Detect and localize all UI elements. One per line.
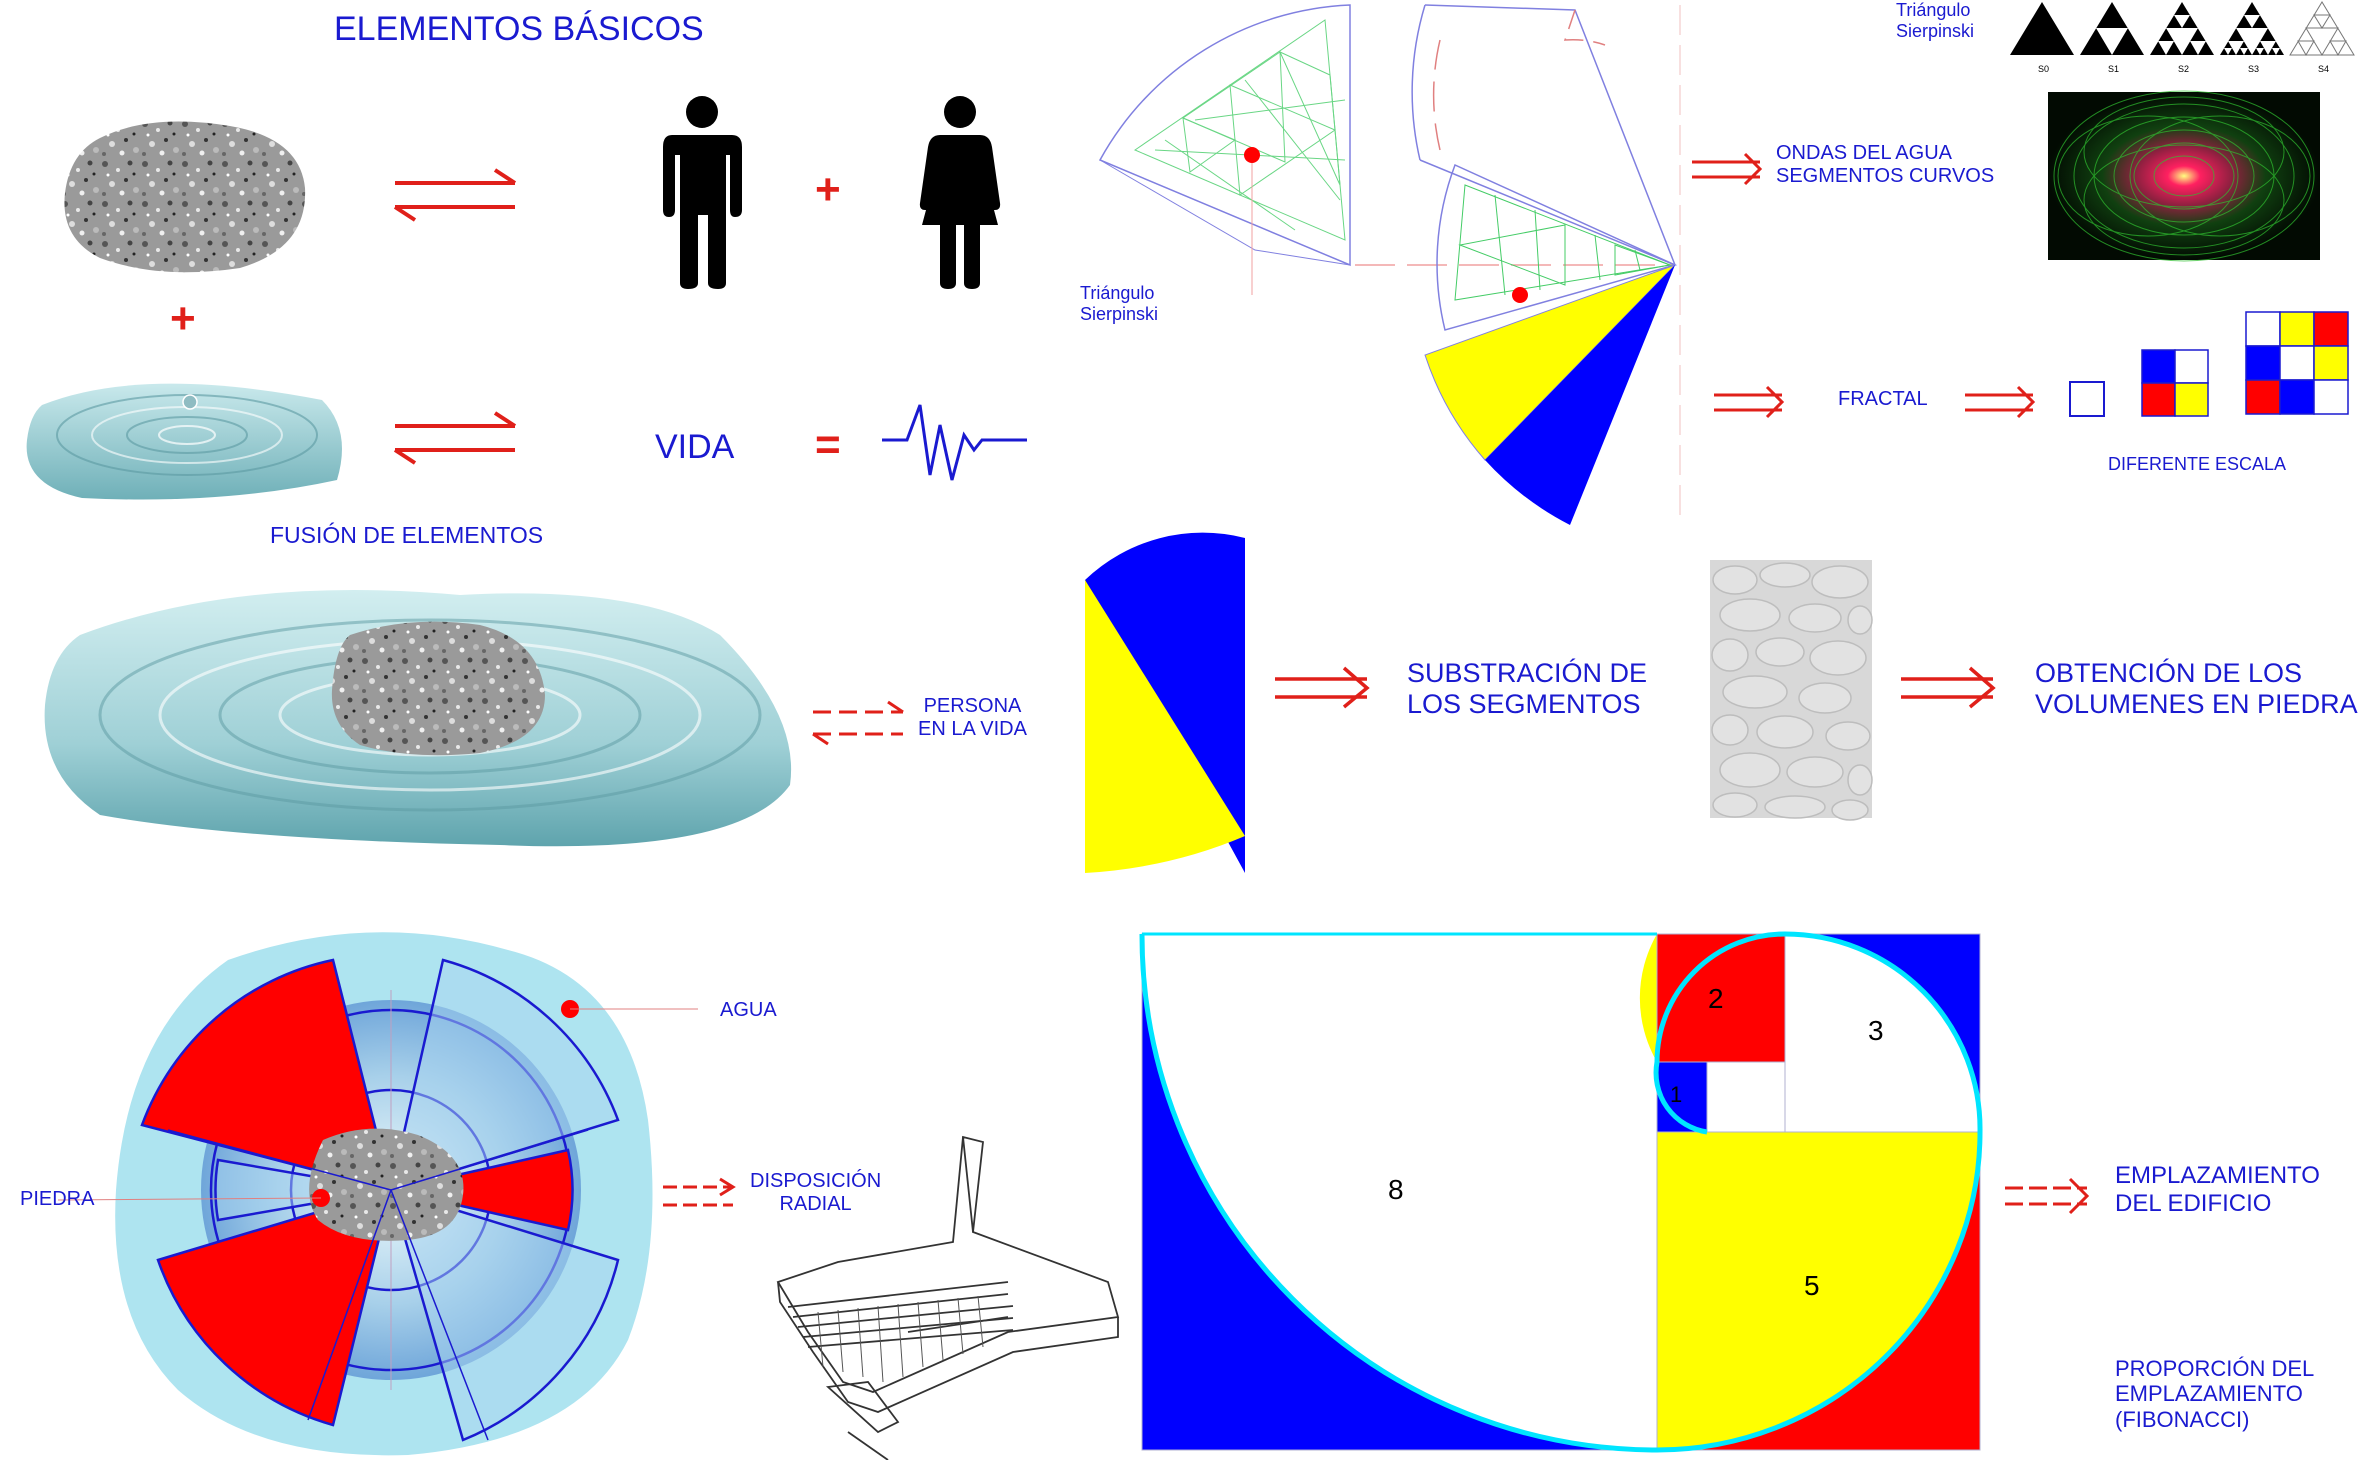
stone-volumes-pattern <box>1710 560 1873 821</box>
step-s0: S0 <box>2038 64 2050 74</box>
ondas-del-agua: ONDAS DEL AGUA SEGMENTOS CURVOS <box>1776 142 1994 188</box>
proporcion-line-1: PROPORCIÓN DEL <box>2115 1356 2315 1381</box>
persona-en-la-vida: PERSONA EN LA VIDA <box>918 695 1027 741</box>
fib-number-3: 3 <box>1868 1015 1884 1046</box>
sierpinski-top-line-2: Sierpinski <box>1896 20 1975 41</box>
step-s3: S3 <box>2248 64 2260 74</box>
step-s2: S2 <box>2178 64 2190 74</box>
ondas-line-1: ONDAS DEL AGUA <box>1776 142 1952 164</box>
obtencion-line-1: OBTENCIÓN DE LOS <box>2035 658 2303 688</box>
fractal-label: FRACTAL <box>1838 388 1928 410</box>
double-arrow-7 <box>1965 385 2036 419</box>
agua-label: AGUA <box>720 999 777 1021</box>
water-with-stone <box>44 590 792 847</box>
sierpinski-left-line-1: Triángulo <box>1080 283 1155 303</box>
proporcion-line-3: (FIBONACCI) <box>2115 1406 2250 1432</box>
persona-line-2: EN LA VIDA <box>918 718 1027 740</box>
step-s4: S4 <box>2318 64 2330 74</box>
double-arrow-2 <box>393 411 517 465</box>
double-arrow-6 <box>1714 385 1785 419</box>
title-elementos-basicos: ELEMENTOS BÁSICOS <box>334 10 704 48</box>
proporcion-line-2: EMPLAZAMIENTO <box>2115 1381 2303 1407</box>
water-ripple-icon <box>26 383 342 500</box>
disposicion-line-1: DISPOSICIÓN <box>750 1170 882 1192</box>
triangulo-sierpinski-top: Triángulo Sierpinski <box>1896 0 1974 41</box>
stone-icon <box>64 121 306 273</box>
plus-sign-1: + <box>170 294 196 343</box>
building-sketch-icon <box>776 1135 1120 1460</box>
fib-number-8: 8 <box>1388 1174 1404 1205</box>
double-arrow-1 <box>393 168 517 222</box>
water-waves-image <box>2048 90 2320 262</box>
substracion-line-1: SUBSTRACIÓN DE <box>1407 658 1648 688</box>
sierpinski-sector-diagram <box>1098 4 1681 525</box>
triangulo-sierpinski-left: Triángulo Sierpinski <box>1080 283 1158 324</box>
radial-disposition-diagram <box>57 932 698 1456</box>
vida-label: VIDA <box>655 428 735 466</box>
heartbeat-icon <box>882 404 1027 481</box>
semicircle-segments <box>1085 532 1245 873</box>
persona-line-1: PERSONA <box>923 695 1022 717</box>
step-s1: S1 <box>2108 64 2120 74</box>
fibonacci-spiral <box>1139 931 1983 1453</box>
double-arrow-4 <box>663 1177 736 1207</box>
disposicion-radial: DISPOSICIÓN RADIAL <box>750 1170 881 1216</box>
obtencion-line-2: VOLUMENES EN PIEDRA <box>2035 689 2358 720</box>
emplazamiento-line-2: DEL EDIFICIO <box>2115 1189 2272 1217</box>
man-icon <box>663 96 742 289</box>
plus-sign-2: + <box>815 165 841 214</box>
equals-sign: = <box>815 420 841 469</box>
obtencion-label: OBTENCIÓN DE LOS VOLUMENES EN PIEDRA <box>2035 658 2358 720</box>
sierpinski-left-line-2: Sierpinski <box>1080 303 1159 324</box>
double-arrow-5 <box>1692 152 1763 186</box>
disposicion-line-2: RADIAL <box>779 1193 852 1215</box>
fusion-title: FUSIÓN DE ELEMENTOS <box>270 522 544 548</box>
emplazamiento-label: EMPLAZAMIENTO DEL EDIFICIO <box>2115 1162 2320 1217</box>
double-arrow-9 <box>1901 666 1996 709</box>
sierpinski-sequence <box>2010 1 2355 57</box>
fib-number-1: 1 <box>1670 1082 1683 1107</box>
proporcion-label: PROPORCIÓN DEL EMPLAZAMIENTO (FIBONACCI) <box>2115 1356 2314 1432</box>
woman-icon <box>919 96 1001 289</box>
piedra-label: PIEDRA <box>20 1188 95 1210</box>
substracion-label: SUBSTRACIÓN DE LOS SEGMENTOS <box>1407 658 1647 720</box>
diferente-escala: DIFERENTE ESCALA <box>2108 454 2287 474</box>
double-arrow-3 <box>812 700 904 746</box>
emplazamiento-line-1: EMPLAZAMIENTO <box>2115 1162 2320 1189</box>
substracion-line-2: LOS SEGMENTOS <box>1407 689 1641 720</box>
ondas-line-2: SEGMENTOS CURVOS <box>1776 165 1995 187</box>
sierpinski-top-line-1: Triángulo <box>1896 0 1971 20</box>
fib-number-5: 5 <box>1804 1270 1820 1301</box>
fractal-squares <box>2069 311 2349 417</box>
fib-number-2: 2 <box>1708 983 1724 1014</box>
double-arrow-8 <box>1275 666 1370 709</box>
double-arrow-10 <box>2005 1177 2090 1215</box>
